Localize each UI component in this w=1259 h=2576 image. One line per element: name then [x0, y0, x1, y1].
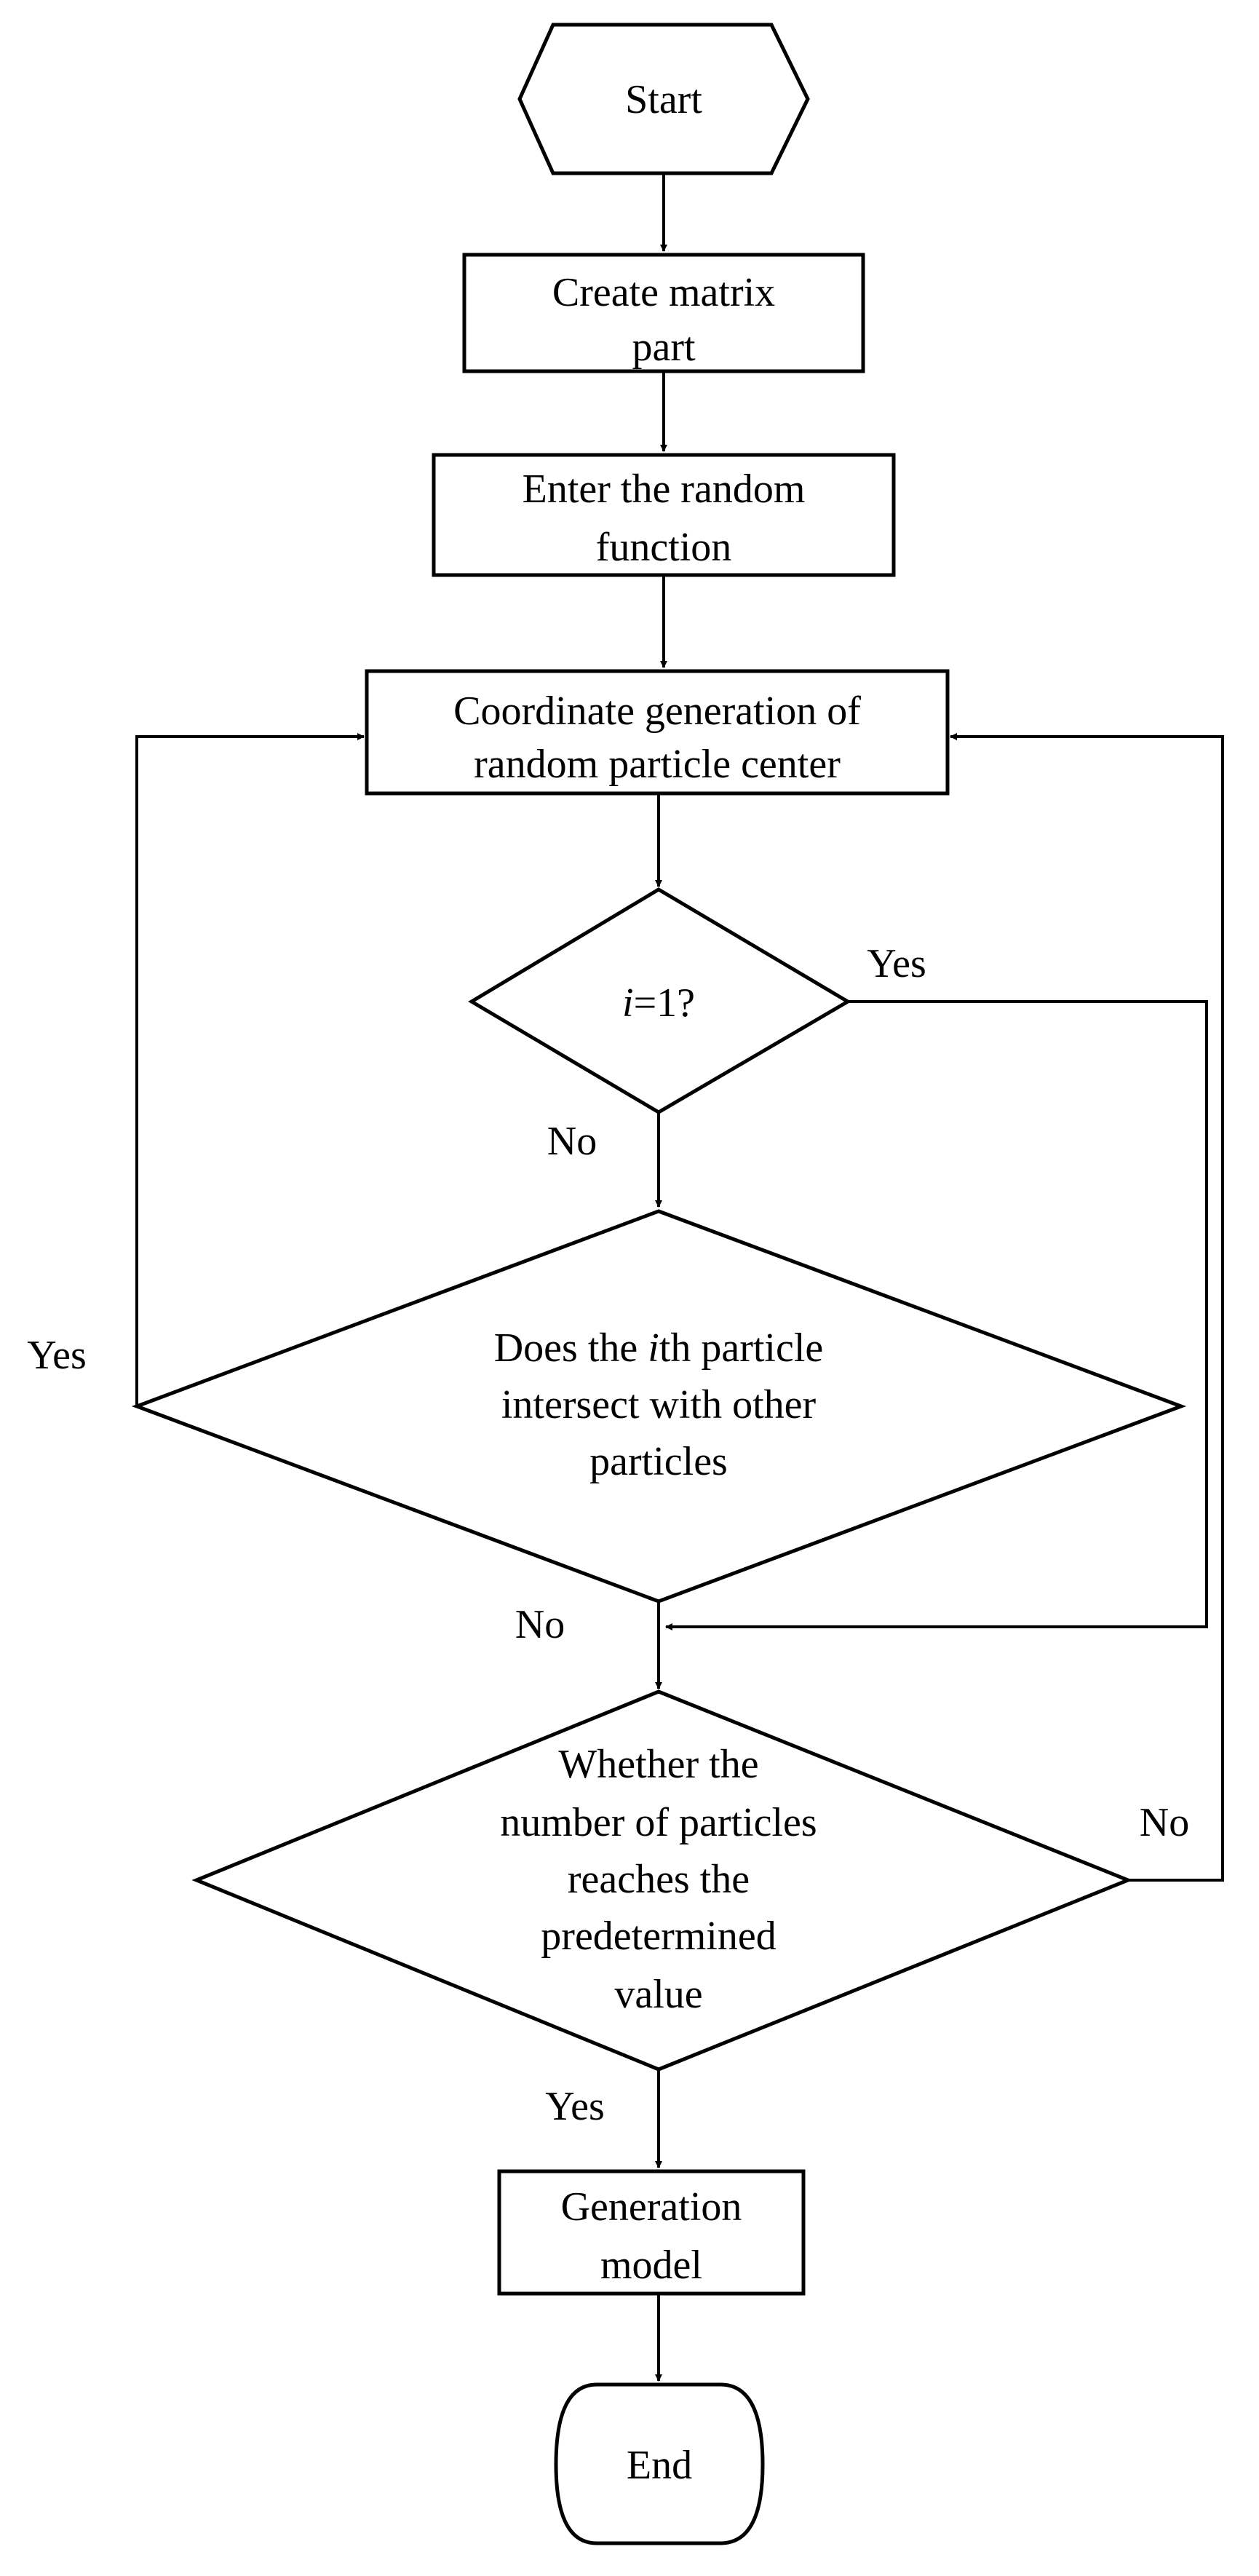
create-matrix-box	[462, 253, 865, 373]
decision-intersect-l1-var: i	[648, 1325, 659, 1371]
start-node: Start	[517, 23, 810, 175]
edge-count-yes-label: Yes	[545, 2084, 604, 2129]
edge-i1-yes-path	[665, 1000, 1208, 1630]
coordinate-gen-label-line2: random particle center	[474, 742, 841, 787]
decision-i1-cond: =1?	[634, 980, 695, 1026]
generation-model-node: Generation model	[497, 2169, 806, 2296]
decision-intersect-label-line2: intersect with other	[501, 1382, 817, 1427]
start-label: Start	[625, 77, 702, 122]
random-function-box	[432, 453, 896, 577]
decision-count-label-line4: predetermined	[541, 1914, 776, 1959]
edge-intersect-yes-label: Yes	[27, 1333, 86, 1378]
decision-intersect-node: Does the ith particle intersect with oth…	[131, 1209, 1187, 1604]
decision-count-label-line1: Whether the	[558, 1742, 758, 1787]
coordinate-gen-label-line1: Coordinate generation of	[453, 689, 861, 734]
coordinate-gen-box	[365, 669, 950, 796]
end-terminator	[554, 2382, 765, 2545]
edge-intersect-yes-path	[135, 733, 365, 1406]
create-matrix-node: Create matrix part	[462, 253, 865, 373]
decision-count-label-line5: value	[614, 1972, 702, 2017]
random-function-label-line1: Enter the random	[523, 467, 806, 512]
end-node: End	[554, 2382, 765, 2545]
edge-intersect-no-label: No	[515, 1602, 565, 1647]
start-hexagon	[517, 23, 810, 175]
decision-i1-node: i=1?	[468, 887, 851, 1114]
edge-i1-no-label: No	[547, 1119, 597, 1164]
create-matrix-label-line1: Create matrix	[552, 270, 775, 315]
decision-count-label-line2: number of particles	[500, 1800, 817, 1845]
decision-i1-var: i	[622, 980, 634, 1026]
edge-count-no-path	[950, 733, 1224, 1882]
coordinate-gen-node: Coordinate generation of random particle…	[365, 669, 950, 796]
end-label: End	[627, 2443, 692, 2488]
edge-i1-yes-label: Yes	[867, 941, 926, 986]
generation-model-box	[497, 2169, 806, 2296]
decision-intersect-l1-pre: Does the	[494, 1325, 648, 1371]
decision-intersect-label-line3: particles	[589, 1439, 728, 1484]
decision-i1-label: i=1?	[622, 980, 695, 1026]
create-matrix-label-line2: part	[632, 325, 696, 370]
generation-model-label-line2: model	[600, 2243, 702, 2288]
decision-intersect-label-line1: Does the ith particle	[494, 1325, 824, 1371]
decision-intersect-l1-post: th particle	[659, 1325, 823, 1371]
generation-model-label-line1: Generation	[561, 2184, 742, 2230]
edge-count-no-label: No	[1140, 1800, 1189, 1845]
decision-count-node: Whether the number of particles reaches …	[191, 1689, 1133, 2072]
random-function-node: Enter the random function	[432, 453, 896, 577]
decision-count-label-line3: reaches the	[568, 1857, 750, 1902]
random-function-label-line2: function	[596, 525, 732, 570]
